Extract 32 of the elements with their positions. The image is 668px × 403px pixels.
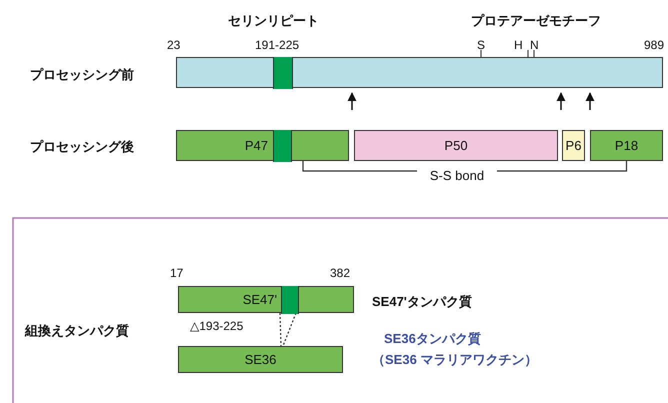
protein-segment-bar [176,130,349,161]
protein-segment-bar [354,130,558,161]
protein-segment-bar [178,346,343,373]
segment-label: P18 [614,138,638,153]
row-label: プロセッシング前 [30,66,134,84]
position-number: 382 [330,266,350,280]
protein-segment-bar [176,57,663,88]
deletion-line [279,312,297,347]
row-label: プロセッシング後 [30,138,134,156]
protein-label: （SE36 マラリアワクチン） [372,351,538,369]
segment-label: SE47' [242,292,277,307]
protein-segment-bar [562,130,585,161]
segment-label: SE36 [244,352,276,367]
protein-segment-bar [178,286,354,313]
protein-segment-bar [590,130,663,161]
position-number: 23 [167,38,180,52]
residue-label: H [514,38,523,52]
region-label: プロテアーゼモチーフ [471,12,601,30]
position-number: 191-225 [255,38,300,52]
position-number: 989 [644,38,664,52]
protein-label: SE47'タンパク質 [372,293,472,311]
residue-label: N [530,38,539,52]
protein-label: SE36タンパク質 [384,330,481,348]
deletion-label: △193-225 [190,319,244,333]
segment-label: P6 [566,138,582,153]
row-label: 組換えタンパク質 [25,322,129,340]
segment-label: P50 [444,138,468,153]
residue-label: S [477,38,486,52]
position-number: 17 [170,266,184,280]
region-label: セリンリピート [228,12,319,30]
edge-label: S-S bond [417,168,497,183]
segment-label: P47 [244,138,268,153]
